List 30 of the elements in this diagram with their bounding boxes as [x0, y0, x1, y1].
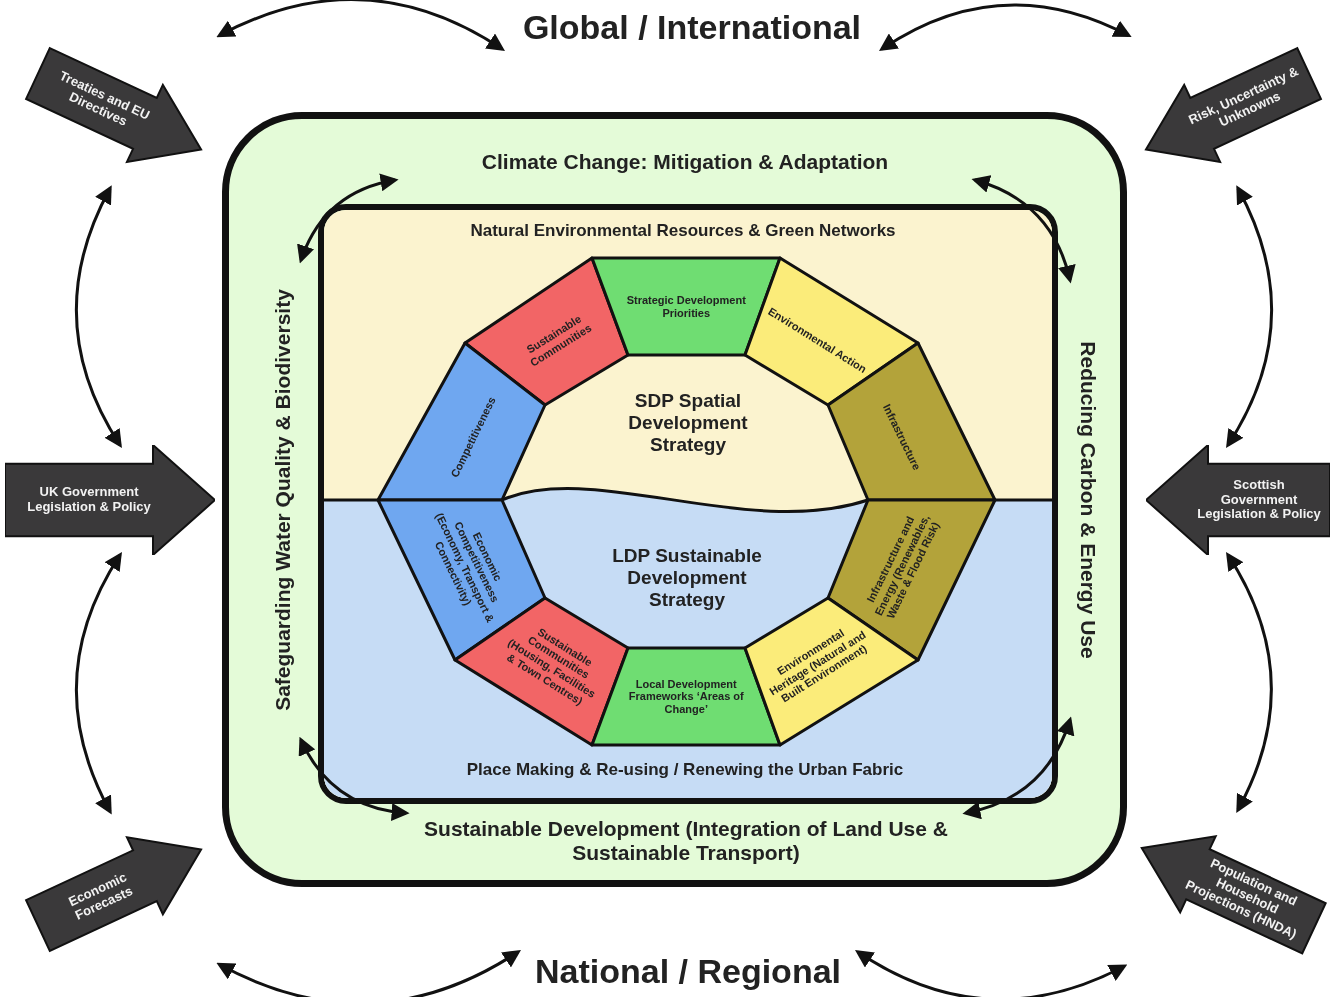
double-arrow: [854, 950, 1128, 997]
theme-label: Climate Change: Mitigation & Adaptation: [395, 144, 975, 180]
theme-label: Sustainable Development (Integration of Land Use & Sustainable Transport): [406, 813, 966, 869]
octagon-segment: [745, 258, 918, 405]
double-arrow: [1226, 185, 1273, 449]
double-arrow: [75, 185, 122, 449]
double-arrow: [878, 3, 1132, 51]
theme-label: Safeguarding Water Quality & Biodiversity: [265, 260, 301, 740]
double-arrow: [216, 950, 522, 997]
theme-label: Reducing Carbon & Energy Use: [1070, 280, 1106, 720]
band-heading: Place Making & Re-using / Renewing the Urban Fabric: [465, 759, 905, 782]
block-arrow: [5, 445, 215, 555]
double-arrow: [971, 175, 1076, 284]
outer-panel: [222, 112, 1127, 887]
segment-label: Local Development Frameworks ‘Areas of Change’: [627, 676, 745, 717]
double-arrow: [297, 174, 399, 264]
double-arrow: [216, 0, 506, 51]
double-arrow: [962, 716, 1074, 819]
double-arrow: [299, 736, 410, 821]
segment-label: Strategic Development Priorities: [625, 292, 747, 321]
theme-label: LDP Sustainable Development Strategy: [587, 523, 787, 633]
arrow-label: UK Government Legislation & Policy: [26, 483, 152, 516]
theme-label: SDP Spatial Development Strategy: [588, 368, 788, 478]
arrow-label: Scottish Government Legislation & Policy: [1196, 475, 1322, 524]
double-arrow: [1226, 551, 1273, 813]
scale-heading: National / Regional: [518, 952, 858, 992]
scale-heading: Global / International: [502, 7, 882, 49]
band-heading: Natural Environmental Resources & Green Networks: [469, 220, 897, 243]
block-arrow: [1146, 445, 1330, 555]
double-arrow: [75, 551, 122, 815]
